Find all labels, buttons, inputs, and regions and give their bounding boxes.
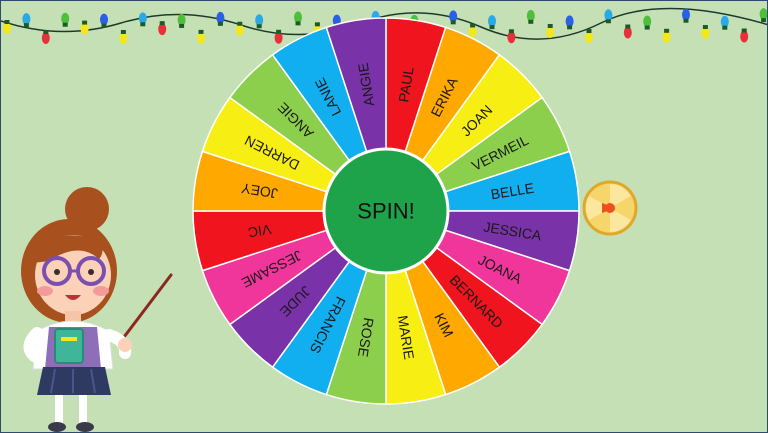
light-bulb	[294, 11, 302, 24]
light-bulb-socket	[528, 19, 534, 24]
light-bulb	[662, 30, 671, 43]
light-bulb	[197, 31, 205, 44]
light-bulb-socket	[586, 29, 592, 34]
light-bulb-socket	[605, 19, 611, 24]
light-bulb	[565, 15, 574, 28]
light-bulb-socket	[62, 22, 68, 27]
light-bulb	[643, 15, 652, 28]
light-bulb-socket	[664, 28, 670, 33]
light-bulb	[80, 22, 89, 35]
light-bulb-socket	[683, 18, 689, 23]
light-bulb	[585, 31, 593, 44]
light-bulb-socket	[159, 21, 165, 26]
light-bulb	[682, 8, 690, 21]
light-bulb	[235, 23, 244, 36]
light-bulb-socket	[82, 20, 88, 25]
spin-button[interactable]	[322, 147, 450, 275]
wheel-segment-label: ROSE	[355, 317, 377, 359]
light-bulb	[3, 22, 11, 34]
light-bulb	[158, 23, 167, 36]
light-bulb-socket	[179, 23, 185, 28]
wheel-segment-label: VIC	[247, 221, 273, 240]
light-bulb	[216, 11, 225, 24]
light-bulb	[546, 25, 555, 38]
light-bulb	[119, 31, 128, 44]
spin-button-label[interactable]: SPIN!	[357, 199, 414, 224]
mini-spinner-icon[interactable]	[581, 179, 639, 237]
light-bulb-socket	[198, 29, 204, 34]
light-bulb-socket	[547, 23, 553, 28]
light-bulb	[449, 10, 458, 23]
light-bulb	[138, 12, 147, 25]
light-bulb-socket	[722, 25, 728, 30]
light-bulb	[720, 15, 729, 28]
light-bulb-socket	[702, 25, 708, 30]
light-bulb	[274, 31, 283, 44]
light-bulb	[488, 15, 496, 28]
wheel-segment-label: PAUL	[395, 66, 416, 104]
light-bulb-socket	[120, 29, 126, 34]
light-bulb-socket	[23, 23, 29, 28]
light-bulb-socket	[489, 25, 495, 30]
light-bulb-socket	[43, 29, 49, 34]
light-bulb	[526, 9, 535, 22]
light-bulb-socket	[567, 25, 573, 30]
light-bulb	[507, 31, 516, 44]
wheel-segment-label: MARIE	[395, 314, 418, 360]
teacher-illustration	[21, 187, 173, 432]
light-bulb-socket	[625, 24, 631, 29]
light-bulb	[61, 12, 70, 25]
light-bulb-socket	[276, 29, 282, 34]
light-bulb	[701, 27, 710, 40]
wheel-segment-label: JOEY	[240, 180, 279, 202]
light-bulb	[468, 25, 477, 38]
light-bulb-socket	[450, 20, 456, 25]
light-bulb-socket	[741, 28, 747, 33]
wheel-segment-label: BELLE	[490, 180, 536, 203]
light-bulb	[177, 13, 186, 26]
wheel-segment-label: ANGIE	[355, 62, 378, 108]
light-bulb-socket	[237, 21, 243, 26]
light-bulb-socket	[217, 21, 223, 26]
light-bulb-socket	[101, 23, 107, 28]
light-bulb-socket	[140, 22, 146, 27]
light-bulb	[22, 13, 31, 26]
light-bulb	[740, 30, 749, 43]
light-bulb-socket	[761, 18, 767, 23]
light-bulb	[255, 14, 264, 27]
light-bulb	[41, 31, 50, 44]
light-bulb-socket	[4, 20, 10, 24]
light-bulb	[759, 8, 767, 21]
light-bulb-socket	[470, 23, 476, 28]
light-bulb-socket	[644, 25, 650, 30]
light-bulb-socket	[256, 24, 262, 29]
light-bulb-socket	[314, 22, 320, 27]
light-bulb-socket	[508, 29, 514, 34]
light-bulb	[623, 26, 632, 39]
light-bulb	[604, 9, 613, 22]
light-bulb-socket	[295, 21, 301, 26]
light-bulb	[100, 13, 108, 26]
